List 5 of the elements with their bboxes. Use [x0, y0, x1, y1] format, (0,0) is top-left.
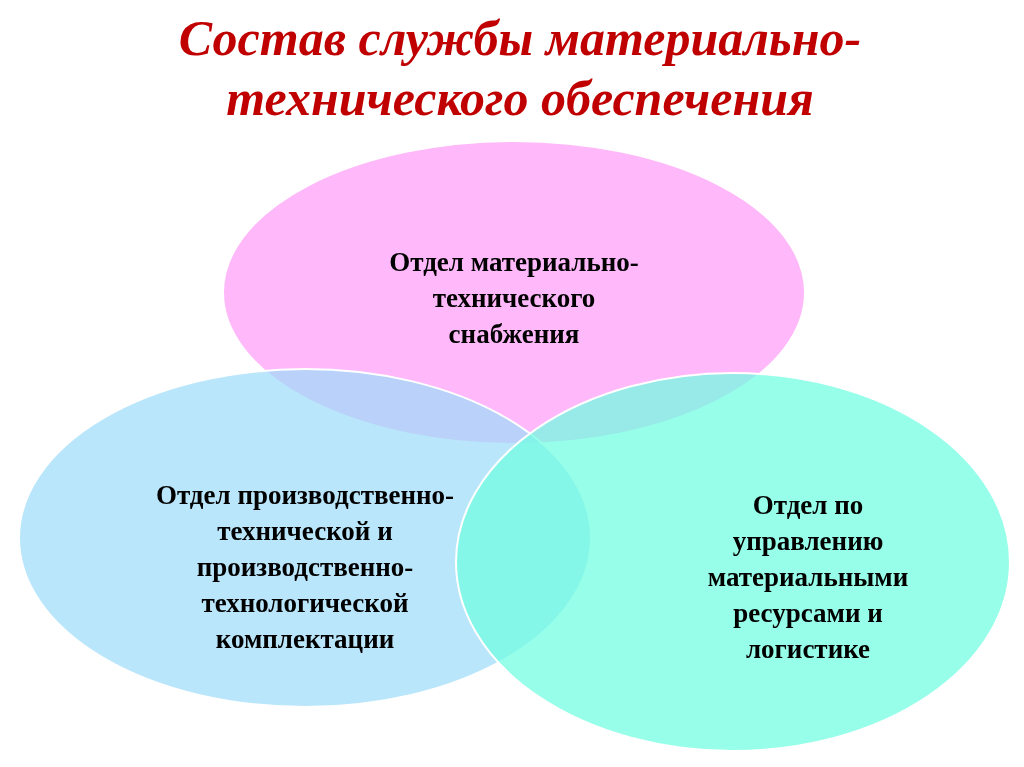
title: Состав службы материально-технического обеспечения [177, 9, 863, 128]
department-label: Отдел производственно-технической и производственно-технологической комплектации [155, 479, 455, 656]
venn-ellipse [455, 372, 1011, 752]
department-label: Отдел по управлению материальными ресурсами и логистике [706, 489, 910, 666]
department-label: Отдел материально-технического снабжения [388, 245, 640, 351]
